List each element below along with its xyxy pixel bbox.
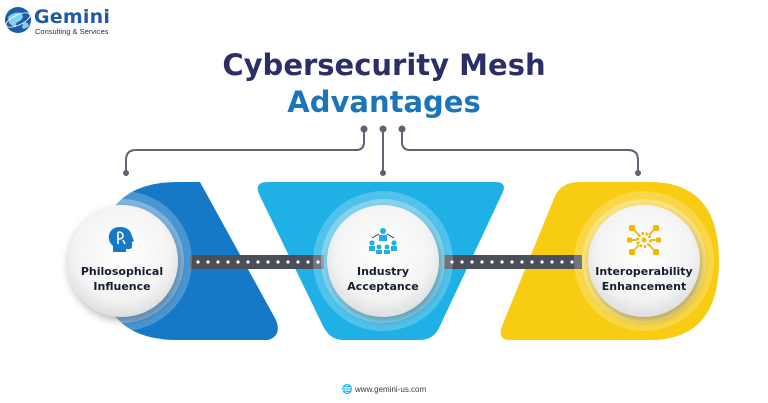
- label-philosophical-influence: Philosophical Influence: [62, 264, 182, 294]
- connector-dot-left: [360, 125, 368, 133]
- connector-right: [401, 131, 639, 172]
- brand-tagline: Consulting & Services: [35, 27, 109, 36]
- label-line-1: Industry: [356, 265, 410, 278]
- label-line-2: Enhancement: [601, 280, 687, 293]
- connector-dot-right: [398, 125, 406, 133]
- people-network-icon: [369, 228, 397, 254]
- page-title-line-2: Advantages: [287, 85, 481, 119]
- link-bar-right: [444, 255, 582, 269]
- label-line-1: Philosophical: [80, 265, 164, 278]
- globe-logo-icon: [5, 7, 31, 33]
- connector-end-left: [123, 170, 129, 176]
- page-title-line-1: Cybersecurity Mesh: [222, 48, 546, 82]
- connector-dots: [123, 125, 641, 176]
- disc-interoperability-enhancement: [574, 191, 714, 331]
- disc-philosophical-influence: [52, 191, 192, 331]
- connector-end-center: [380, 170, 386, 176]
- label-line-2: Influence: [93, 280, 151, 293]
- footer-link[interactable]: 🌐www.gemini-us.com: [0, 384, 768, 395]
- footer-url: www.gemini-us.com: [355, 385, 427, 394]
- label-interoperability-enhancement: Interoperability Enhancement: [584, 264, 704, 294]
- connector-dot-center: [379, 125, 387, 133]
- label-line-1: Interoperability: [595, 265, 693, 278]
- globe-icon: 🌐: [341, 384, 354, 394]
- label-industry-acceptance: Industry Acceptance: [323, 264, 443, 294]
- disc-industry-acceptance: [313, 191, 453, 331]
- brand-logo[interactable]: Gemini Consulting & Services: [4, 4, 134, 40]
- brand-name: Gemini: [34, 6, 111, 28]
- title-connectors: [125, 131, 639, 172]
- connector-left: [125, 131, 365, 172]
- gear-network-icon: [627, 225, 661, 255]
- label-line-2: Acceptance: [347, 280, 419, 293]
- link-bar-left: [190, 255, 324, 269]
- connector-end-right: [635, 170, 641, 176]
- head-brain-icon: [108, 227, 134, 252]
